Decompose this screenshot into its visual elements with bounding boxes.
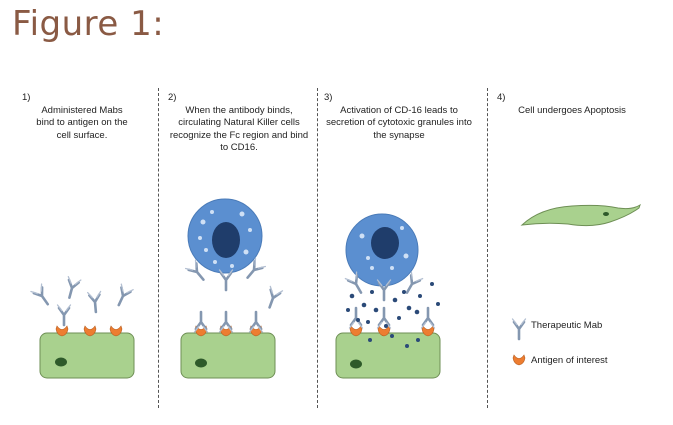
panel-4-description: Cell undergoes Apoptosis	[518, 104, 626, 116]
target-cell-nucleus	[55, 357, 67, 367]
panel-3-number: 3)	[324, 92, 333, 103]
panel-2-description: When the antibody binds, circulating Nat…	[169, 104, 309, 154]
antibody-icon	[56, 303, 72, 327]
antibody-icon	[29, 282, 55, 310]
antibody-icon	[86, 290, 104, 314]
antibody-icon	[111, 282, 135, 310]
legend-label-antigen: Antigen of interest	[531, 355, 608, 366]
panel-1-number: 1)	[22, 92, 31, 103]
panel-4-illustration	[520, 203, 641, 227]
panel-1-illustration	[29, 275, 135, 379]
nk-cell-granules	[198, 210, 252, 268]
nk-cell-nucleus	[212, 222, 240, 258]
panel-4-number: 4)	[497, 92, 506, 103]
antibody-icon	[248, 310, 264, 334]
antibody-icon	[193, 310, 209, 334]
target-cell-nucleus	[350, 359, 362, 369]
panel-4-text: 4) Cell undergoes Apoptosis	[497, 92, 647, 117]
antibody-icon	[376, 306, 392, 330]
legend-label-therapeutic-mab: Therapeutic Mab	[531, 320, 603, 331]
apoptotic-cell-nucleus	[603, 212, 609, 216]
figure-title: Figure 1:	[12, 4, 165, 44]
panel-2-text: 2) When the antibody binds, circulating …	[168, 92, 310, 155]
nk-cell-nucleus	[371, 227, 399, 259]
target-cell-nucleus	[195, 358, 207, 368]
antibody-icon	[420, 306, 436, 330]
panel-3-illustration	[335, 213, 441, 379]
antibody-icon	[218, 310, 234, 334]
nk-cell-granules	[359, 226, 409, 270]
panel-3-text: 3) Activation of CD-16 leads to secretio…	[324, 92, 474, 142]
panel-1-text: 1) Administered Mabs bind to antigen on …	[22, 92, 142, 142]
legend	[511, 317, 527, 366]
antibody-icon	[61, 275, 83, 301]
divider-1	[158, 88, 159, 408]
target-cell	[39, 332, 135, 379]
apoptotic-cell	[520, 203, 641, 227]
cytotoxic-granules	[346, 282, 440, 348]
panel-2-illustration	[180, 198, 284, 379]
target-cell	[335, 332, 441, 379]
antibody-icon	[262, 285, 284, 311]
antibody-icon	[348, 306, 364, 330]
divider-2	[317, 88, 318, 408]
panel-2-number: 2)	[168, 92, 177, 103]
antibody-icon	[511, 317, 527, 341]
panel-1-description: Administered Mabs bind to antigen on the…	[36, 104, 128, 141]
divider-3	[487, 88, 488, 408]
target-cell	[180, 332, 276, 379]
antigen-icon	[512, 354, 526, 366]
panel-3-description: Activation of CD-16 leads to secretion o…	[326, 104, 472, 141]
